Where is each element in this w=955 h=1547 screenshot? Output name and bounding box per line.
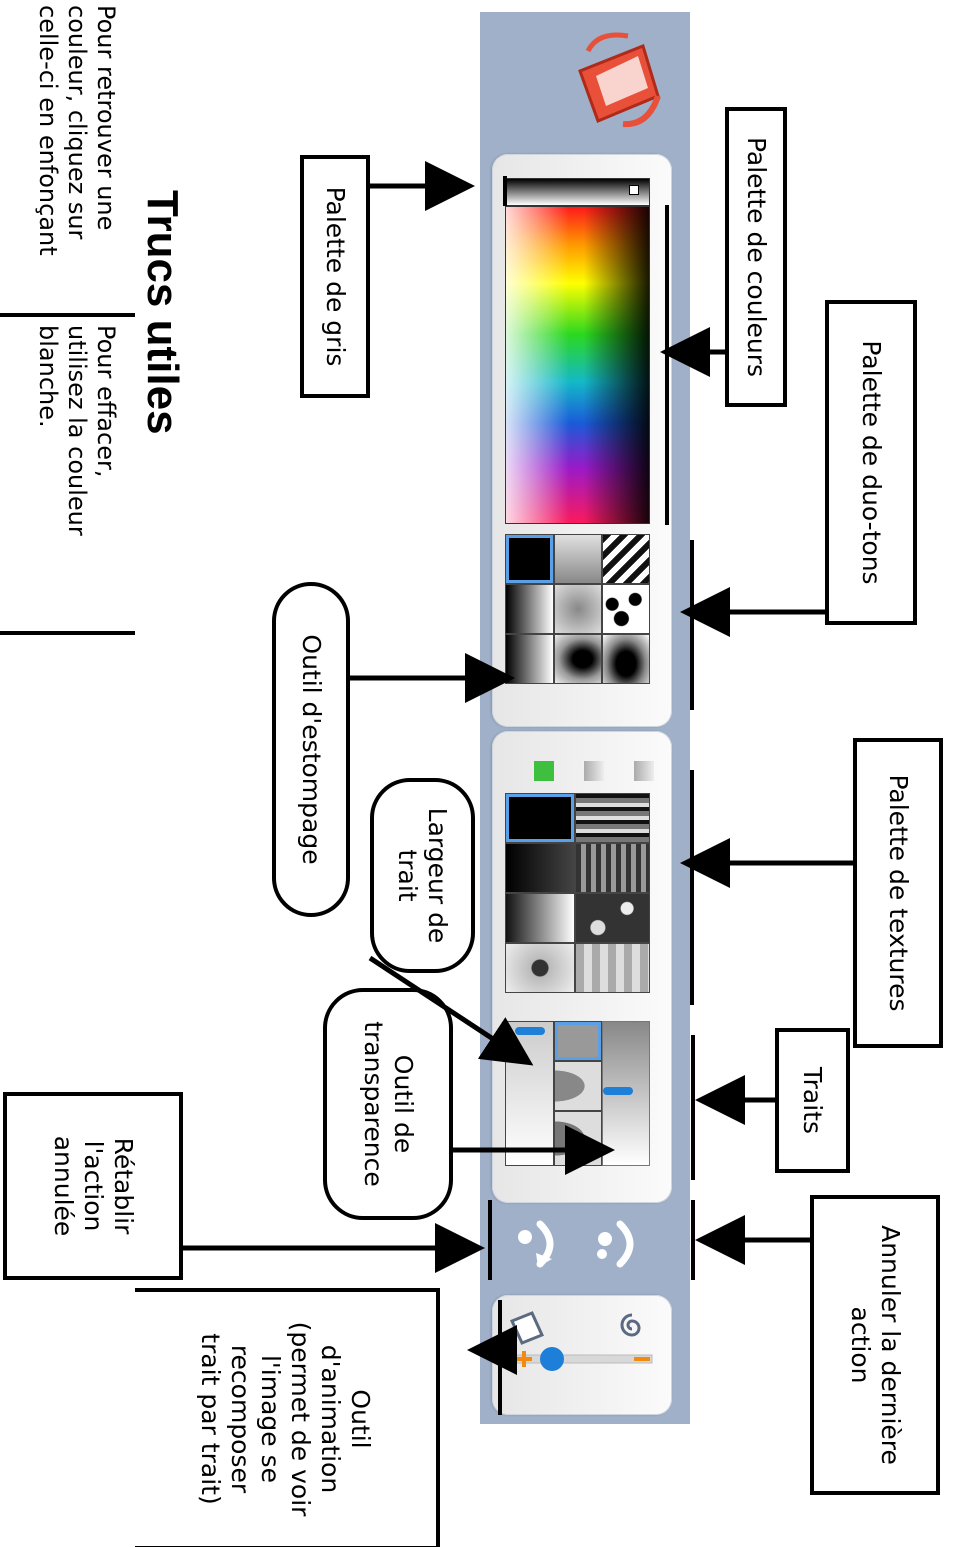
tip-line: blanche.	[34, 325, 63, 428]
tip-line: couleur, cliquez sur	[63, 5, 92, 240]
tip-find-color: Pour retrouver une couleur, cliquez sur …	[34, 5, 120, 305]
animation-panel	[492, 1295, 672, 1415]
paint-bucket-icon[interactable]	[568, 26, 668, 136]
animation-tools	[509, 1311, 653, 1371]
tip-line: utilisez la couleur	[63, 325, 92, 536]
spiral-icon[interactable]	[620, 1313, 641, 1337]
tip-erase: Pour effacer, utilisez la couleur blanch…	[34, 325, 120, 625]
tip-line: celle-ci en enfonçant	[34, 5, 63, 256]
redo-icon[interactable]	[518, 1220, 554, 1268]
tip-line: Pour retrouver une	[92, 5, 120, 231]
tips-title: Trucs utiles	[138, 190, 187, 435]
arrow-stroke-width	[368, 955, 534, 1066]
drawing-toolbar	[480, 12, 690, 1424]
eraser-icon[interactable]	[509, 1311, 545, 1345]
animation-speed-knob	[540, 1347, 564, 1371]
undo-icon[interactable]	[597, 1220, 634, 1268]
tips-divider	[0, 313, 135, 317]
tip-line: Pour effacer,	[92, 325, 120, 478]
undo-redo-group	[518, 1220, 634, 1268]
tips-box: Pour retrouver une couleur, cliquez sur …	[0, 0, 135, 635]
